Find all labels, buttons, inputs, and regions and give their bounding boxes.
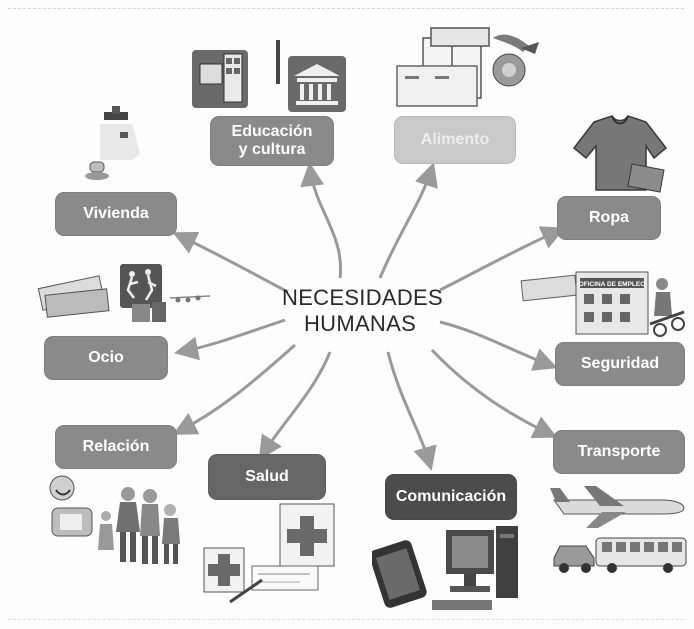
arrow-relacion bbox=[172, 343, 296, 435]
food-illustration bbox=[396, 27, 539, 107]
health-illustration bbox=[203, 503, 335, 604]
arrow-transporte bbox=[430, 348, 558, 439]
leisure-illustration bbox=[37, 264, 211, 322]
relationship-illustration bbox=[49, 475, 180, 564]
education-illustration bbox=[192, 40, 346, 112]
clothing-illustration bbox=[572, 115, 668, 193]
central-title-line2: HUMANAS bbox=[303, 311, 417, 336]
need-salud: Salud bbox=[208, 454, 326, 500]
need-educacion: Educación y cultura bbox=[210, 116, 334, 166]
page-frame bbox=[8, 8, 684, 620]
security-illustration: OFICINA DE EMPLEO bbox=[520, 271, 685, 337]
need-relacion: Relación bbox=[55, 425, 177, 469]
transport-illustration bbox=[550, 486, 687, 573]
arrow-educacion bbox=[300, 162, 343, 279]
arrow-vivienda bbox=[172, 231, 289, 294]
arrow-comunicacion bbox=[386, 351, 437, 471]
need-ocio: Ocio bbox=[44, 336, 168, 380]
central-title-line1: NECESIDADES bbox=[282, 285, 444, 310]
need-vivienda: Vivienda bbox=[55, 192, 177, 236]
arrow-salud bbox=[258, 351, 332, 461]
arrow-seguridad bbox=[439, 320, 558, 371]
central-title: NECESIDADES HUMANAS bbox=[282, 285, 444, 337]
communication-illustration bbox=[372, 526, 518, 610]
arrow-alimento bbox=[378, 162, 438, 279]
need-ropa: Ropa bbox=[557, 196, 661, 240]
office-sign-text: OFICINA DE EMPLEO bbox=[579, 281, 646, 288]
need-transporte: Transporte bbox=[553, 430, 685, 474]
arrow-ocio bbox=[174, 318, 286, 361]
arrow-ropa bbox=[439, 226, 566, 292]
housing-illustration bbox=[85, 106, 140, 180]
need-alimento: Alimento bbox=[394, 116, 516, 164]
need-seguridad: Seguridad bbox=[555, 342, 685, 386]
need-comunicacion: Comunicación bbox=[385, 474, 517, 520]
